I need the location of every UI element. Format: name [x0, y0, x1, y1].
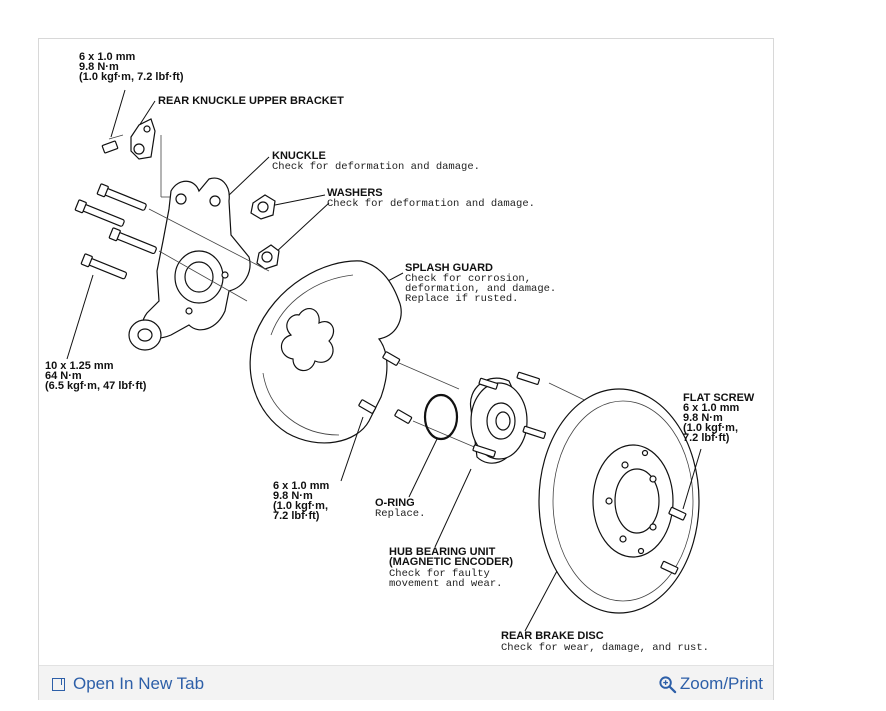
- splash-guard: [249, 260, 402, 444]
- upper-bolt: [101, 134, 124, 154]
- magnifier-icon: [659, 675, 677, 693]
- washers-note: Check for deformation and damage.: [327, 198, 535, 210]
- knuckle-bolt-torque: 64 N·m: [45, 370, 82, 382]
- guard-bolt-size: 6 x 1.0 mm: [273, 480, 329, 492]
- hub-note-2: movement and wear.: [389, 578, 502, 590]
- knuckle-label: KNUCKLE: [272, 150, 326, 162]
- flat-screw-torque: 9.8 N·m: [683, 412, 723, 424]
- splash-guard-note-3: Replace if rusted.: [405, 293, 518, 305]
- hub-label-1: HUB BEARING UNIT: [389, 546, 496, 558]
- knuckle-bolt-size: 10 x 1.25 mm: [45, 360, 114, 372]
- open-in-new-tab-label: Open In New Tab: [73, 674, 205, 693]
- splash-guard-label: SPLASH GUARD: [405, 262, 493, 274]
- guard-bolt-torque: 9.8 N·m: [273, 490, 313, 502]
- zoom-print-label: Zoom/Print: [679, 674, 763, 693]
- guard-bolts: [358, 351, 413, 424]
- flat-screw-size: 6 x 1.0 mm: [683, 402, 739, 414]
- rear-knuckle-upper-bracket: [130, 118, 156, 160]
- knuckle: [128, 177, 251, 351]
- flat-screw-label: FLAT SCREW: [683, 392, 755, 404]
- washer-upper: [250, 194, 276, 220]
- disc-screws: [660, 506, 687, 575]
- washer-lower: [256, 244, 280, 270]
- flat-screw-torque-alt-2: 7.2 lbf·ft): [683, 432, 730, 444]
- o-ring-note: Replace.: [375, 508, 425, 520]
- hub-label-2: (MAGNETIC ENCODER): [389, 556, 513, 568]
- zoom-print-link[interactable]: Zoom/Print: [658, 674, 763, 694]
- exploded-diagram: 6 x 1.0 mm 9.8 N·m (1.0 kgf·m, 7.2 lbf·f…: [45, 51, 755, 654]
- knuckle-bolt-torque-alt: (6.5 kgf·m, 47 lbf·ft): [45, 380, 147, 392]
- knuckle-note: Check for deformation and damage.: [272, 161, 480, 173]
- guard-bolt-torque-alt-2: 7.2 lbf·ft): [273, 510, 320, 522]
- bracket-label: REAR KNUCKLE UPPER BRACKET: [158, 95, 344, 107]
- knuckle-bolts: [74, 183, 157, 280]
- disc-note: Check for wear, damage, and rust.: [501, 642, 709, 654]
- upper-bolt-torque-alt: (1.0 kgf·m, 7.2 lbf·ft): [79, 71, 184, 83]
- washers-label: WASHERS: [327, 187, 383, 199]
- splash-guard-note-1: Check for corrosion,: [405, 273, 531, 285]
- o-ring-label: O-RING: [375, 497, 415, 509]
- upper-bolt-torque: 9.8 N·m: [79, 61, 119, 73]
- hub-bearing-unit: [469, 371, 546, 464]
- rear-brake-disc: [538, 388, 700, 614]
- open-in-new-tab-link[interactable]: Open In New Tab: [52, 674, 204, 694]
- disc-label: REAR BRAKE DISC: [501, 630, 604, 642]
- open-in-new-tab-icon: [52, 677, 65, 691]
- flat-screw-torque-alt-1: (1.0 kgf·m,: [683, 422, 738, 434]
- hub-note-1: Check for faulty: [389, 568, 490, 580]
- o-ring: [423, 393, 459, 441]
- diagram-footer: Open In New Tab Zoom/Print: [39, 665, 773, 700]
- splash-guard-note-2: deformation, and damage.: [405, 283, 556, 295]
- guard-bolt-torque-alt-1: (1.0 kgf·m,: [273, 500, 328, 512]
- upper-bolt-size: 6 x 1.0 mm: [79, 51, 135, 63]
